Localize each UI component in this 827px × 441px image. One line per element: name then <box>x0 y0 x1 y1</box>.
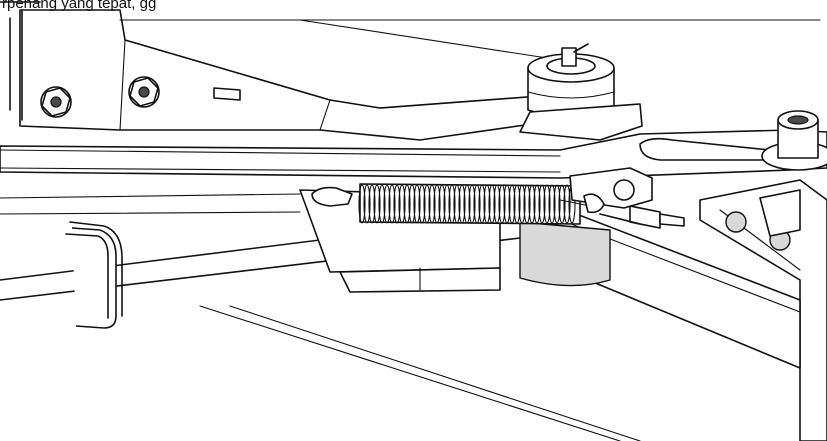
upper-bracket-plate <box>0 1 821 141</box>
spring-coil <box>553 184 561 224</box>
spring-coil <box>518 184 526 224</box>
spring-coil <box>533 184 541 224</box>
spring-coil <box>503 184 511 224</box>
right-pivot-nut <box>761 110 827 171</box>
spring-coil <box>443 184 451 224</box>
spring-coil <box>413 184 421 224</box>
spring-coil <box>423 184 431 224</box>
spring-coil <box>368 184 376 224</box>
caption-text: rpenang yang tepat, gg <box>2 0 157 12</box>
spring-coil <box>528 184 536 224</box>
spring-coil <box>448 184 456 224</box>
spring-coil <box>388 184 396 224</box>
spring-coil <box>558 184 566 224</box>
spring-coil <box>468 184 476 224</box>
spring-coil <box>358 184 366 224</box>
spring-coil <box>523 184 531 224</box>
spring-coil <box>488 184 496 224</box>
tension-spring <box>311 183 601 225</box>
spring-coil <box>373 184 381 224</box>
spring-coil <box>508 184 516 224</box>
main-link-bar <box>0 129 827 179</box>
spring-coil <box>393 184 401 224</box>
bent-rod-handle <box>0 193 301 329</box>
spring-coil <box>478 184 486 224</box>
spring-coil <box>473 184 481 224</box>
spring-coil <box>383 184 391 224</box>
spring-coil <box>493 184 501 224</box>
spring-coil <box>453 184 461 224</box>
spring-coil <box>418 184 426 224</box>
bolt-upper-left <box>40 86 72 118</box>
spring-coil <box>433 184 441 224</box>
spring-coil <box>543 184 551 224</box>
spring-coil <box>398 184 406 224</box>
spring-coil <box>458 184 466 224</box>
spring-coil <box>513 184 521 224</box>
spring-coil <box>483 184 491 224</box>
spring-coil <box>363 184 371 224</box>
spring-coil <box>403 184 411 224</box>
pivot-spindle <box>519 43 643 141</box>
spring-coil <box>408 184 416 224</box>
spring-coil <box>548 184 556 224</box>
spring-coil <box>428 184 436 224</box>
spring-coil <box>463 184 471 224</box>
spring-coil <box>538 184 546 224</box>
bolt-upper-right <box>213 87 241 101</box>
spring-coil <box>498 184 506 224</box>
spring-coil <box>438 184 446 224</box>
spring-coil <box>378 184 386 224</box>
clevis-rod-end <box>569 167 685 229</box>
bolt-upper-middle <box>128 76 160 108</box>
spring-coil <box>563 184 571 224</box>
